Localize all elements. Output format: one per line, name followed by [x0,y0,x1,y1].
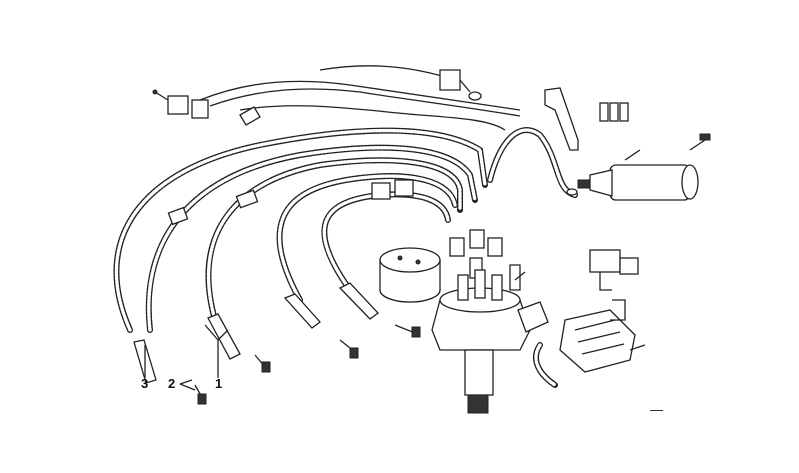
rubber-sleeves [167,179,414,226]
distributor [431,229,549,414]
callout-leaders [144,324,229,391]
distributor-rotor [379,247,441,303]
ignition-coil [566,133,711,201]
callout-1[interactable]: 1 [215,376,223,391]
coil-bracket [544,87,629,151]
callout-2[interactable]: 2 [168,376,176,391]
relay [589,249,639,321]
control-unit [559,309,646,373]
callout-3[interactable]: 3 [141,376,149,391]
corner-mark: — [650,402,663,417]
spark-plug-connectors [133,282,421,405]
wiring-harness [152,65,521,131]
ignition-cables [113,127,578,333]
